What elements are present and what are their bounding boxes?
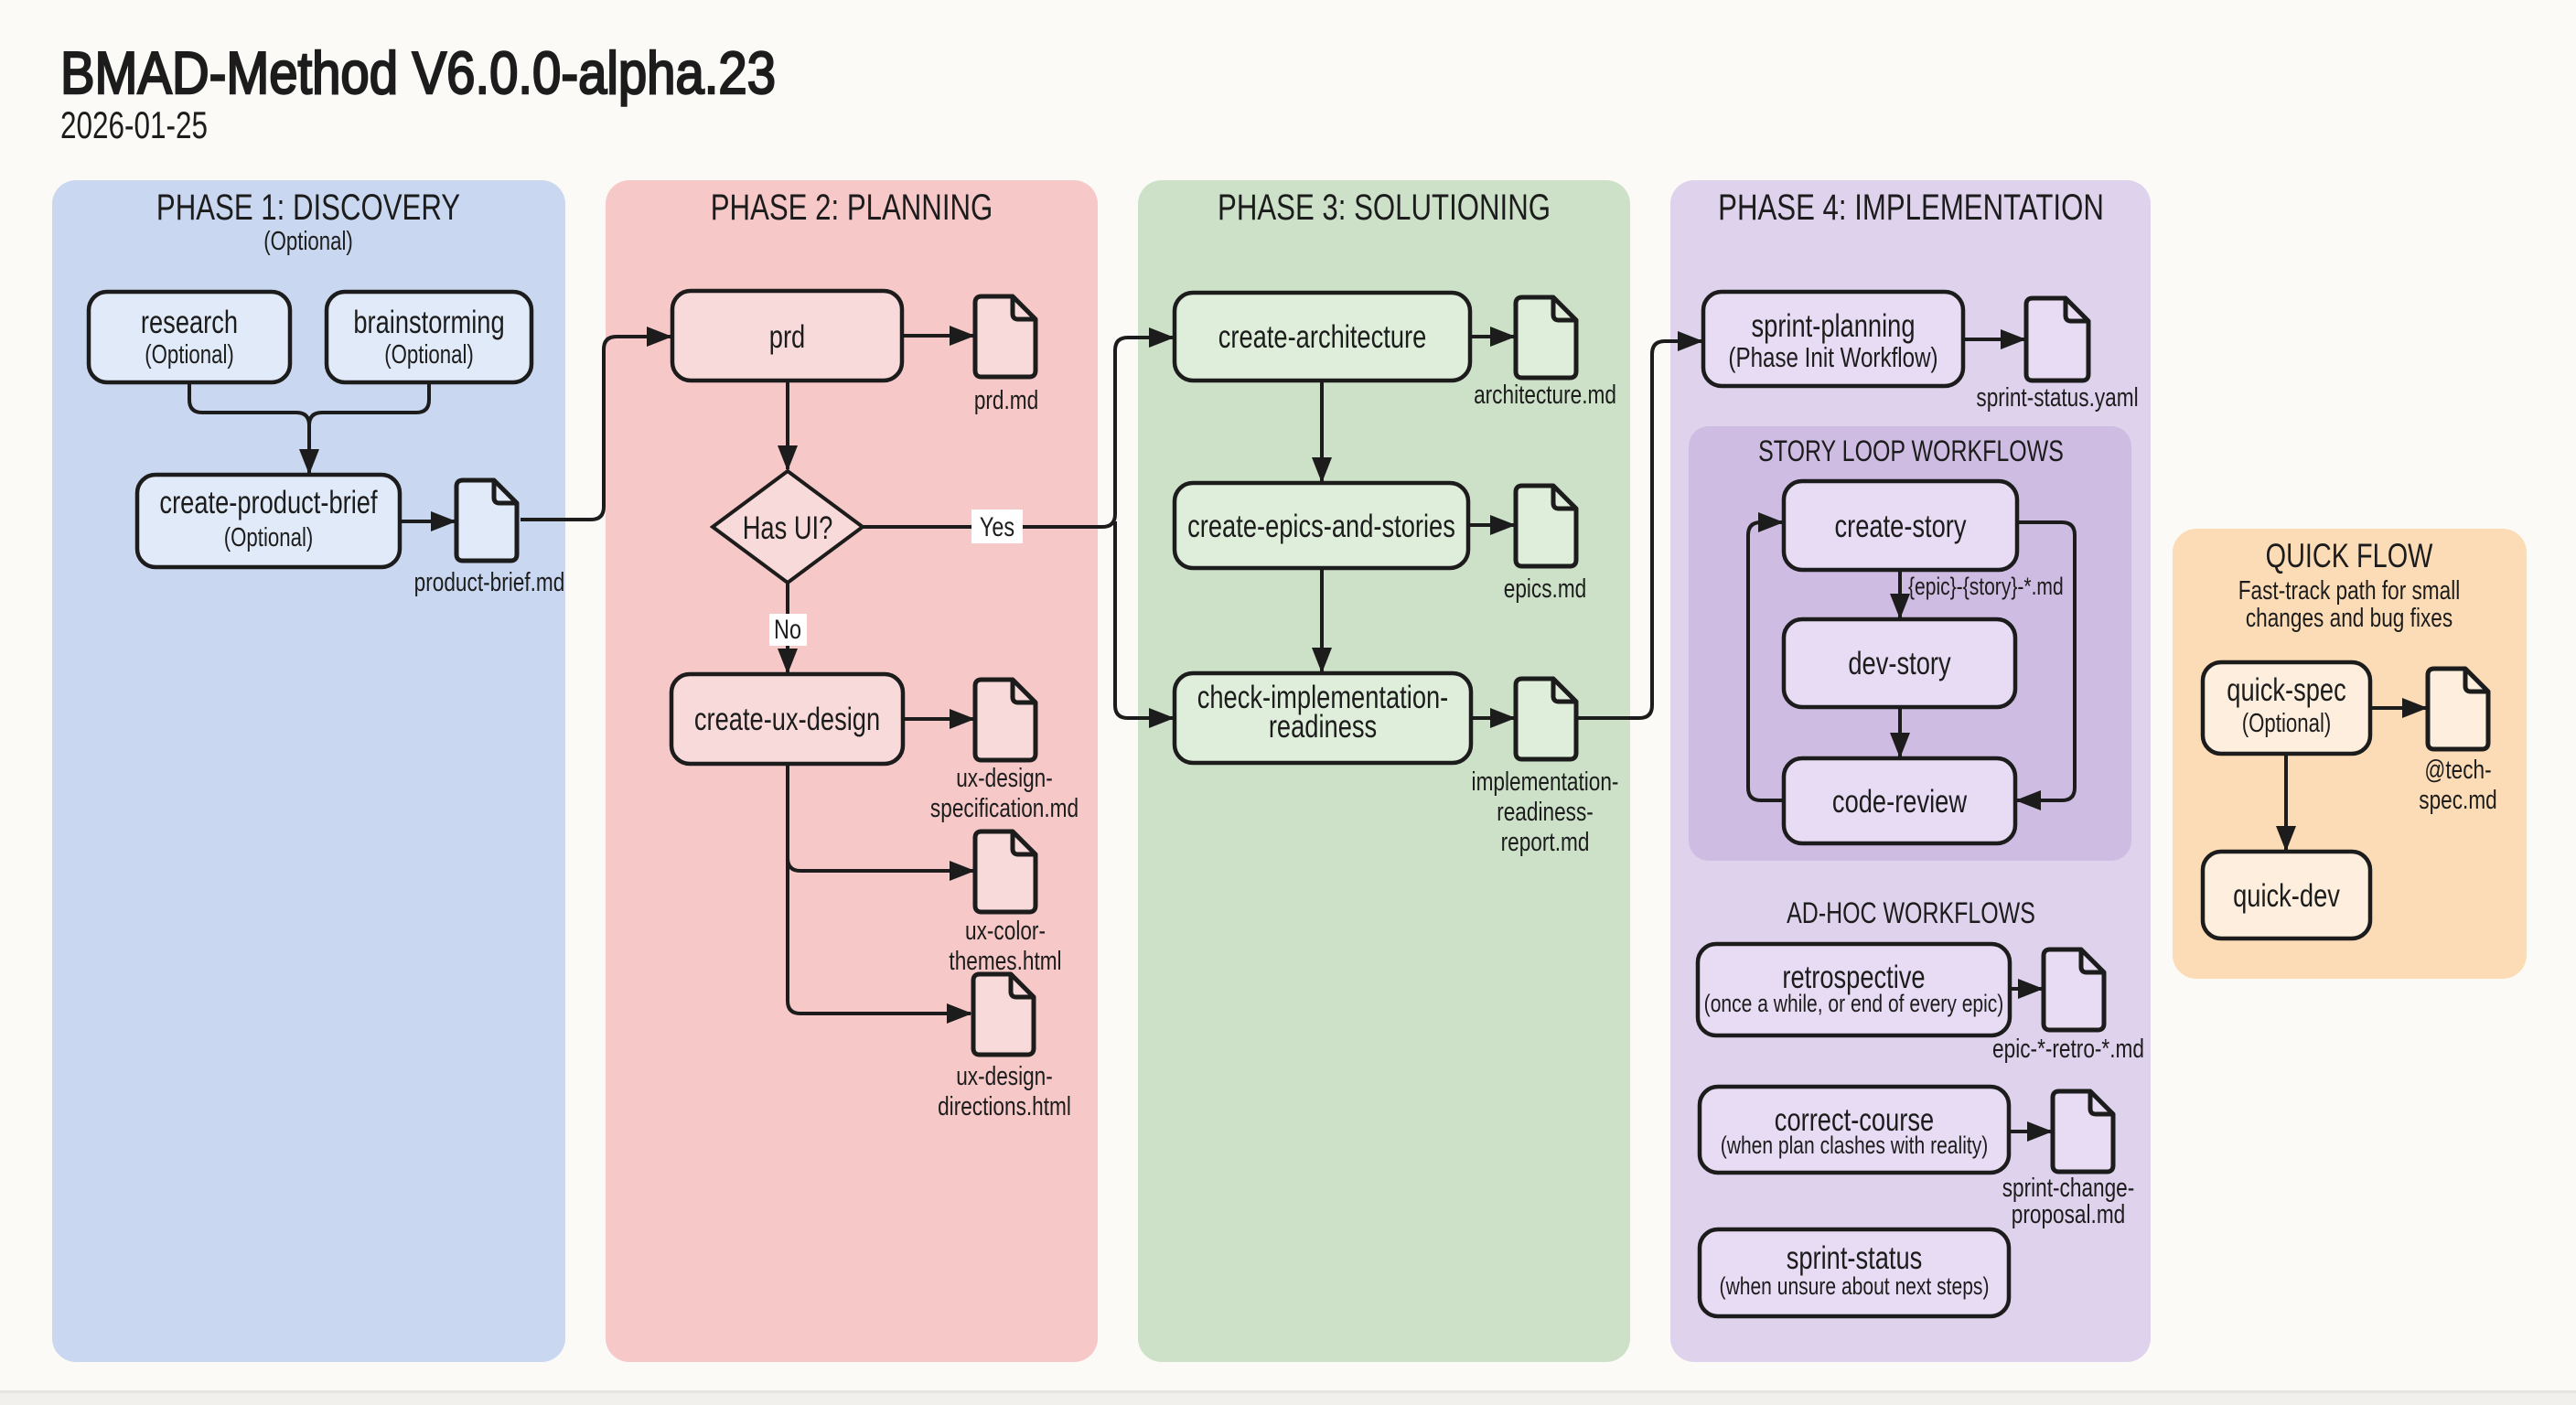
svg-text:readiness: readiness xyxy=(1269,709,1377,745)
svg-text:directions.html: directions.html xyxy=(938,1090,1071,1121)
svg-text:STORY LOOP WORKFLOWS: STORY LOOP WORKFLOWS xyxy=(1758,435,2064,468)
svg-text:brainstorming: brainstorming xyxy=(353,305,504,340)
svg-text:ux-design-: ux-design- xyxy=(956,1060,1053,1090)
svg-text:create-product-brief: create-product-brief xyxy=(159,485,377,520)
svg-text:(Optional): (Optional) xyxy=(224,523,314,552)
svg-text:Yes: Yes xyxy=(980,511,1014,542)
svg-text:No: No xyxy=(774,614,801,644)
svg-text:proposal.md: proposal.md xyxy=(2012,1198,2125,1228)
svg-text:sprint-status.yaml: sprint-status.yaml xyxy=(1976,381,2138,412)
svg-text:dev-story: dev-story xyxy=(1848,646,1950,681)
svg-text:ux-color-: ux-color- xyxy=(965,915,1046,945)
svg-text:create-ux-design: create-ux-design xyxy=(694,702,880,737)
svg-text:research: research xyxy=(141,305,238,340)
svg-text:Fast-track path for small: Fast-track path for small xyxy=(2238,574,2461,605)
svg-text:PHASE 3: SOLUTIONING: PHASE 3: SOLUTIONING xyxy=(1218,187,1551,228)
svg-text:PHASE 1: DISCOVERY: PHASE 1: DISCOVERY xyxy=(156,187,460,228)
svg-text:Has UI?: Has UI? xyxy=(743,510,833,546)
svg-text:(when unsure about next steps): (when unsure about next steps) xyxy=(1720,1273,1990,1301)
svg-text:(Optional): (Optional) xyxy=(145,340,234,369)
svg-text:prd: prd xyxy=(769,319,805,355)
svg-text:quick-spec: quick-spec xyxy=(2227,672,2345,708)
svg-text:quick-dev: quick-dev xyxy=(2233,878,2340,914)
svg-text:ux-design-: ux-design- xyxy=(956,762,1053,792)
svg-text:@tech-: @tech- xyxy=(2424,754,2491,784)
svg-text:implementation-: implementation- xyxy=(1472,766,1619,796)
svg-text:(when plan clashes with realit: (when plan clashes with reality) xyxy=(1721,1132,1989,1160)
svg-text:create-epics-and-stories: create-epics-and-stories xyxy=(1187,509,1455,544)
svg-text:report.md: report.md xyxy=(1501,826,1590,856)
svg-text:prd.md: prd.md xyxy=(974,384,1038,414)
svg-text:code-review: code-review xyxy=(1832,784,1967,820)
svg-text:{epic}-{story}-*.md: {epic}-{story}-*.md xyxy=(1908,574,2064,601)
svg-text:PHASE 4: IMPLEMENTATION: PHASE 4: IMPLEMENTATION xyxy=(1718,187,2104,228)
svg-text:BMAD-Method V6.0.0-alpha.23: BMAD-Method V6.0.0-alpha.23 xyxy=(60,39,776,106)
svg-text:sprint-change-: sprint-change- xyxy=(2002,1172,2135,1202)
svg-text:(Optional): (Optional) xyxy=(384,340,474,369)
svg-text:(Optional): (Optional) xyxy=(2242,709,2332,737)
svg-text:create-architecture: create-architecture xyxy=(1218,319,1427,355)
svg-text:specification.md: specification.md xyxy=(930,792,1079,822)
svg-text:changes and bug fixes: changes and bug fixes xyxy=(2246,602,2453,632)
svg-text:architecture.md: architecture.md xyxy=(1474,379,1616,409)
svg-text:retrospective: retrospective xyxy=(1782,960,1925,995)
svg-text:2026-01-25: 2026-01-25 xyxy=(60,103,208,146)
svg-text:readiness-: readiness- xyxy=(1497,796,1594,826)
svg-text:correct-course: correct-course xyxy=(1775,1102,1934,1138)
svg-text:themes.html: themes.html xyxy=(949,945,1061,975)
svg-text:(once a while, or end of every: (once a while, or end of every epic) xyxy=(1704,991,2004,1018)
svg-text:PHASE 2: PLANNING: PHASE 2: PLANNING xyxy=(711,187,993,228)
svg-text:create-story: create-story xyxy=(1834,509,1966,544)
svg-text:product-brief.md: product-brief.md xyxy=(414,566,565,596)
svg-text:epic-*-retro-*.md: epic-*-retro-*.md xyxy=(1992,1033,2144,1063)
svg-text:(Optional): (Optional) xyxy=(263,227,353,255)
svg-text:sprint-planning: sprint-planning xyxy=(1751,308,1915,344)
svg-text:QUICK FLOW: QUICK FLOW xyxy=(2266,538,2433,575)
svg-text:spec.md: spec.md xyxy=(2419,784,2496,814)
svg-text:epics.md: epics.md xyxy=(1504,573,1586,603)
svg-text:check-implementation-: check-implementation- xyxy=(1197,680,1449,715)
svg-text:(Phase Init Workflow): (Phase Init Workflow) xyxy=(1728,341,1937,373)
svg-text:sprint-status: sprint-status xyxy=(1787,1240,1923,1276)
svg-text:AD-HOC WORKFLOWS: AD-HOC WORKFLOWS xyxy=(1787,897,2035,930)
